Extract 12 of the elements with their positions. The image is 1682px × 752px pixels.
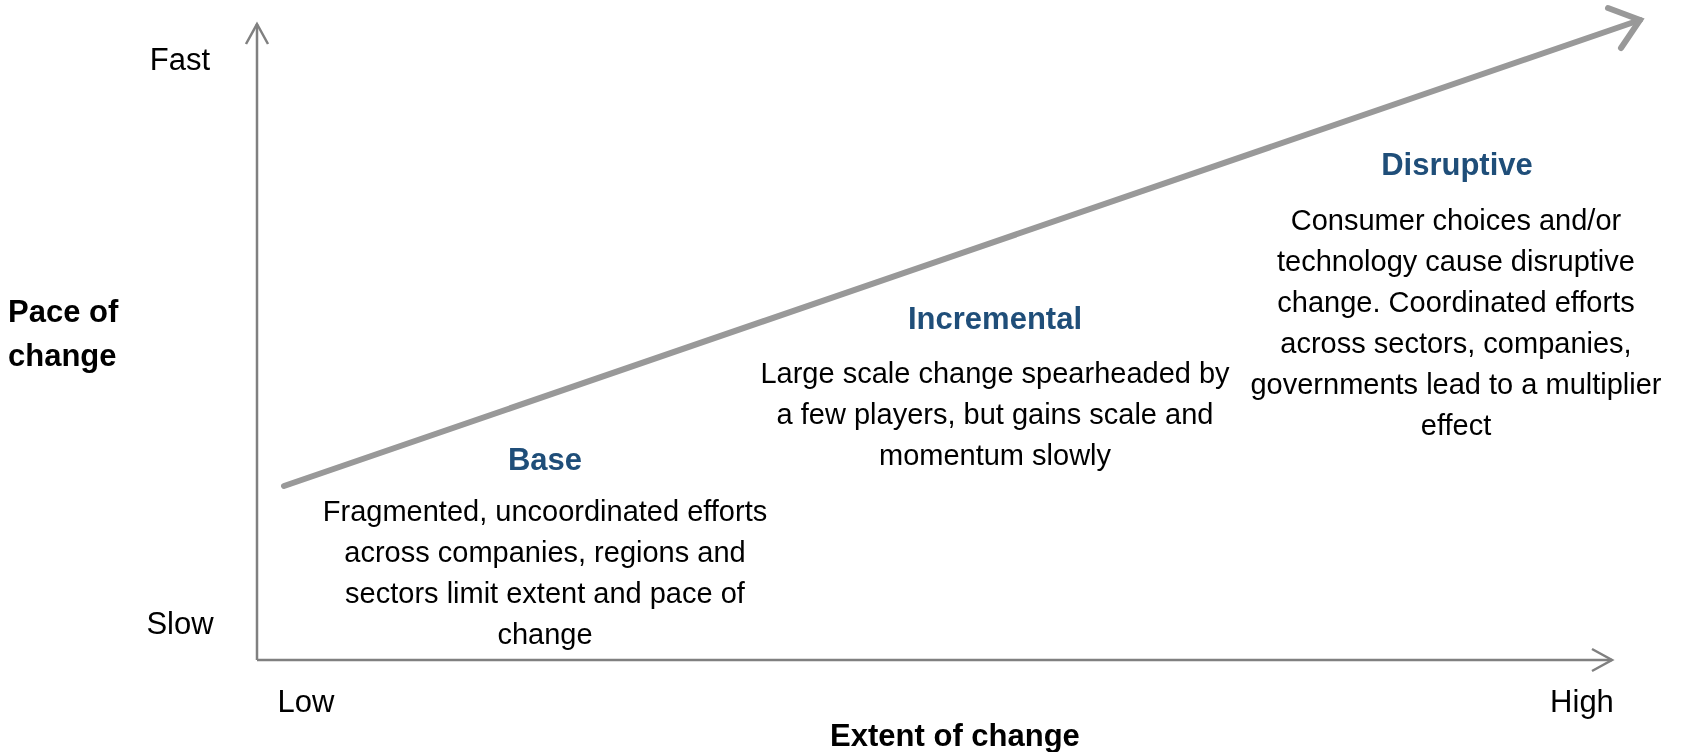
category-description: Consumer choices and/or technology cause disruptive change. Coordinated efforts across sectors, companies, governments lead to a multiplier effect bbox=[1249, 203, 1663, 443]
axis-title: Pace of change bbox=[8, 293, 120, 375]
axis-title: Extent of change bbox=[829, 717, 1081, 752]
axis-tick-label: High bbox=[1549, 683, 1615, 721]
category-description: Fragmented, uncoordinated efforts across companies, regions and sectors limit extent and pace of change bbox=[321, 494, 769, 652]
category-heading: Base bbox=[506, 441, 584, 479]
category-heading: Incremental bbox=[907, 300, 1083, 338]
category-description: Large scale change spearheaded by a few players, but gains scale and momentum slowly bbox=[759, 356, 1231, 473]
category-heading: Disruptive bbox=[1380, 146, 1534, 184]
axis-tick-label: Slow bbox=[145, 605, 215, 643]
axis-tick-label: Low bbox=[276, 683, 336, 721]
axis-tick-label: Fast bbox=[148, 41, 212, 79]
